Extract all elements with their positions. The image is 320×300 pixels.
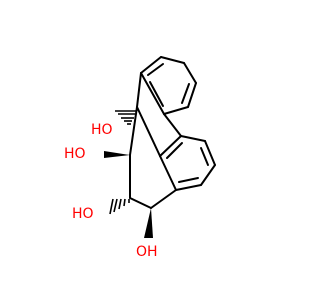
hydroxyl-label-1: HO	[91, 122, 113, 138]
bond	[129, 106, 138, 156]
molecule-drawing: HO HO HO OH	[64, 56, 216, 260]
hydroxyl-label-3: HO	[72, 206, 94, 222]
upper-benzene-ring	[140, 56, 197, 115]
bond	[187, 82, 197, 108]
wedge-bond-oh4	[144, 208, 153, 238]
bond	[163, 106, 189, 115]
double-bond	[181, 83, 190, 104]
bond	[183, 62, 197, 84]
molecule-svg: HO HO HO OH	[64, 56, 216, 260]
double-bond	[149, 81, 164, 107]
five-membered-ring	[136, 72, 182, 157]
bond	[159, 155, 177, 191]
bond	[136, 106, 161, 157]
cyclohexane-ring	[129, 106, 177, 209]
double-bond	[147, 63, 164, 76]
bond	[160, 56, 185, 64]
bond	[159, 135, 182, 157]
lower-benzene-ring	[159, 135, 216, 191]
hashed-bond-oh3	[109, 198, 130, 215]
bond	[136, 72, 142, 108]
bond	[180, 135, 206, 142]
hydroxyl-label-2: HO	[64, 146, 86, 162]
bond	[200, 164, 216, 186]
bond	[163, 113, 182, 137]
double-bond	[200, 147, 209, 166]
bond	[150, 189, 177, 209]
wedge-bond-oh2	[104, 151, 130, 158]
hashed-bond-oh1	[115, 110, 136, 125]
hydroxyl-label-4: OH	[136, 244, 158, 260]
bond	[140, 72, 165, 115]
bond	[175, 184, 202, 191]
double-bond	[166, 142, 183, 159]
bond	[140, 56, 162, 74]
double-bond	[178, 177, 199, 183]
bond	[129, 197, 152, 209]
bond	[204, 140, 216, 166]
